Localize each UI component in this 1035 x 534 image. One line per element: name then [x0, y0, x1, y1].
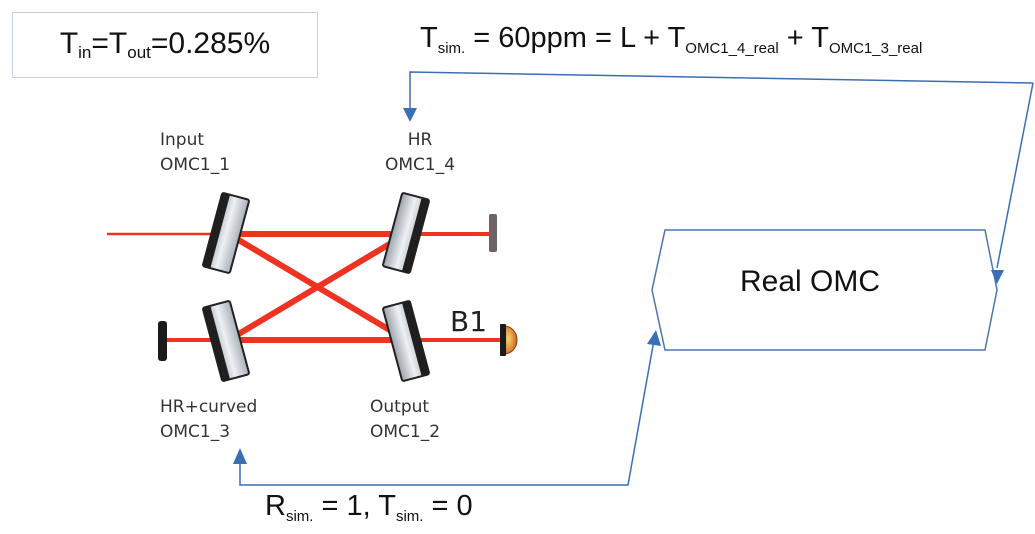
cavity-beam-diag-2 [230, 233, 405, 341]
mirror-label-hr3: HR+curved OMC1_3 [160, 397, 258, 442]
mirror-omc1-2 [382, 300, 430, 382]
arrow-head-hr [403, 108, 417, 122]
formula-text: Tin=Tout=0.285% [59, 27, 271, 62]
beam-dump-top [489, 214, 497, 252]
arrow-head-hr3 [233, 448, 247, 464]
arrow-head-omc-bottom [647, 330, 661, 346]
rsim-equation: Rsim. = 1, Tsim. = 0 [265, 490, 473, 525]
tsim-equation: Tsim. = 60ppm = L + TOMC1_4_real + TOMC1… [420, 22, 923, 57]
mirror-omc1-4 [382, 192, 430, 274]
detector-label-b1: B1 [450, 305, 488, 338]
mirror-omc1-3 [202, 300, 250, 382]
mirror-label-hr4: HR OMC1_4 [384, 130, 456, 175]
transmission-formula-box: Tin=Tout=0.285% [12, 12, 318, 78]
mirror-label-input: Input OMC1_1 [160, 130, 231, 175]
photodetector-b1-icon [500, 324, 518, 356]
beam-dump-bottom [158, 321, 167, 361]
mirror-label-output: Output OMC1_2 [370, 397, 441, 442]
mirror-omc1-1 [202, 192, 250, 274]
real-omc-box [651, 229, 998, 351]
arrow-tsim-to-hr [409, 71, 1034, 269]
real-omc-label: Real OMC [739, 265, 881, 298]
arrow-head-omc [991, 270, 1004, 284]
arrow-rsim-to-hr3 [239, 339, 655, 486]
